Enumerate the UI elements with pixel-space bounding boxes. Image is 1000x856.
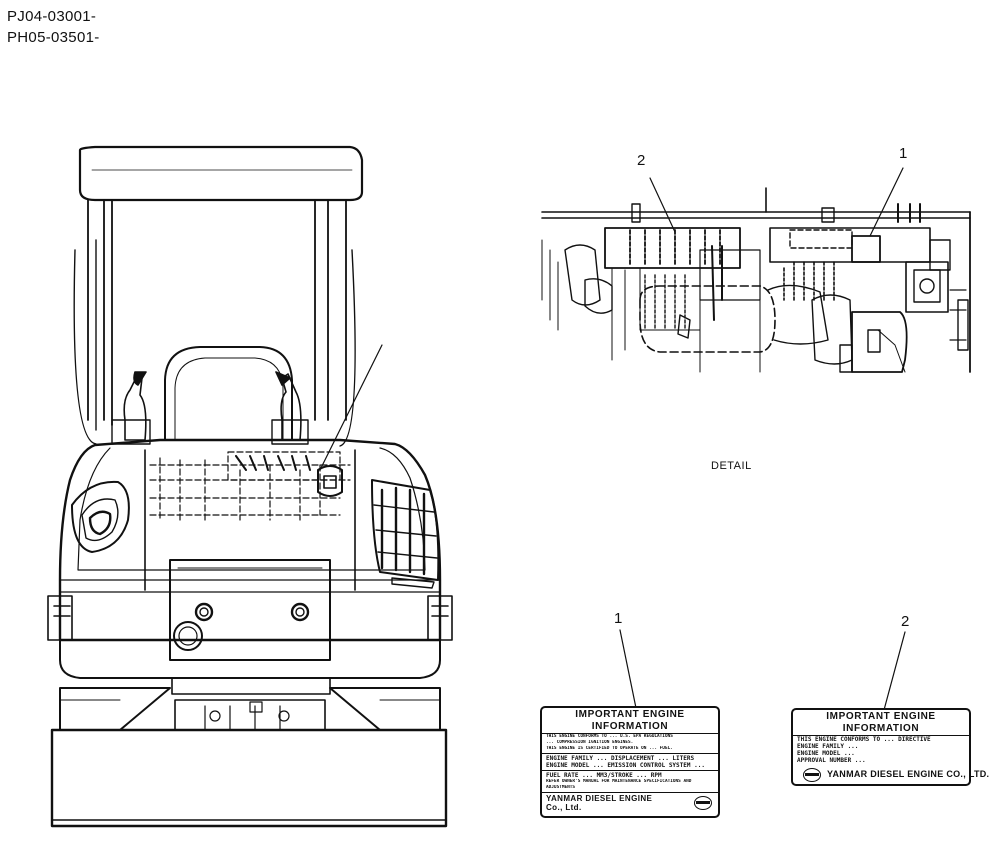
serial-range-2: PH05-03501- — [7, 29, 100, 46]
serial-number-ranges: PJ04-03001- PH05-03501- — [7, 6, 100, 48]
decal-2-leader — [883, 631, 906, 711]
yanmar-logo-icon — [803, 768, 821, 782]
decal-1-line: REFER OWNER'S MANUAL FOR MAINTENANCE SPE… — [546, 779, 692, 784]
decal-2-line: ENGINE MODEL ... — [797, 750, 855, 757]
decal-callout-2: 2 — [901, 613, 910, 630]
detail-callout-1: 1 — [899, 145, 908, 162]
decal-2-maker: YANMAR DIESEL ENGINE CO., LTD. — [827, 769, 990, 779]
decal-2-heading: IMPORTANT ENGINE INFORMATION — [793, 710, 969, 736]
decal-1-heading: IMPORTANT ENGINE INFORMATION — [542, 708, 718, 734]
decal-1-line: THIS ENGINE CONFORMS TO ... U.S. EPA REG… — [546, 734, 673, 739]
serial-range-1: PJ04-03001- — [7, 8, 97, 25]
decal-1-line: ADJUSTMENTS — [546, 785, 576, 790]
engine-detail-view — [541, 167, 971, 373]
decal-1-line: FUEL RATE ... MM3/STROKE ... RPM — [546, 772, 662, 779]
decal-2-line: APPROVAL NUMBER ... — [797, 757, 866, 764]
decal-1-line: ... COMPRESSION IGNITION ENGINES. — [546, 740, 634, 745]
decal-1-line: ENGINE FAMILY ... DISPLACEMENT ... LITER… — [546, 755, 695, 762]
decal-callout-1: 1 — [614, 610, 623, 627]
excavator-rear-view — [47, 145, 453, 828]
decal-1-maker: Co., Ltd. — [546, 803, 582, 812]
decal-2-line: ENGINE FAMILY ... — [797, 743, 859, 750]
decal-1-line: THIS ENGINE IS CERTIFIED TO OPERATE ON .… — [546, 746, 673, 751]
decal-1-line: ENGINE MODEL ... EMISSION CONTROL SYSTEM… — [546, 762, 705, 769]
decal-1-maker: YANMAR DIESEL ENGINE — [546, 794, 653, 803]
detail-callout-2: 2 — [637, 152, 646, 169]
detail-label: DETAIL — [711, 460, 752, 472]
engine-information-decal-2: IMPORTANT ENGINE INFORMATION THIS ENGINE… — [791, 708, 989, 786]
decal-2-line: THIS ENGINE CONFORMS TO ... DIRECTIVE — [797, 736, 931, 743]
decal-1-leader — [619, 629, 637, 709]
engine-information-decal-1: IMPORTANT ENGINE INFORMATION THIS ENGINE… — [540, 706, 720, 818]
yanmar-logo-icon — [694, 796, 712, 810]
